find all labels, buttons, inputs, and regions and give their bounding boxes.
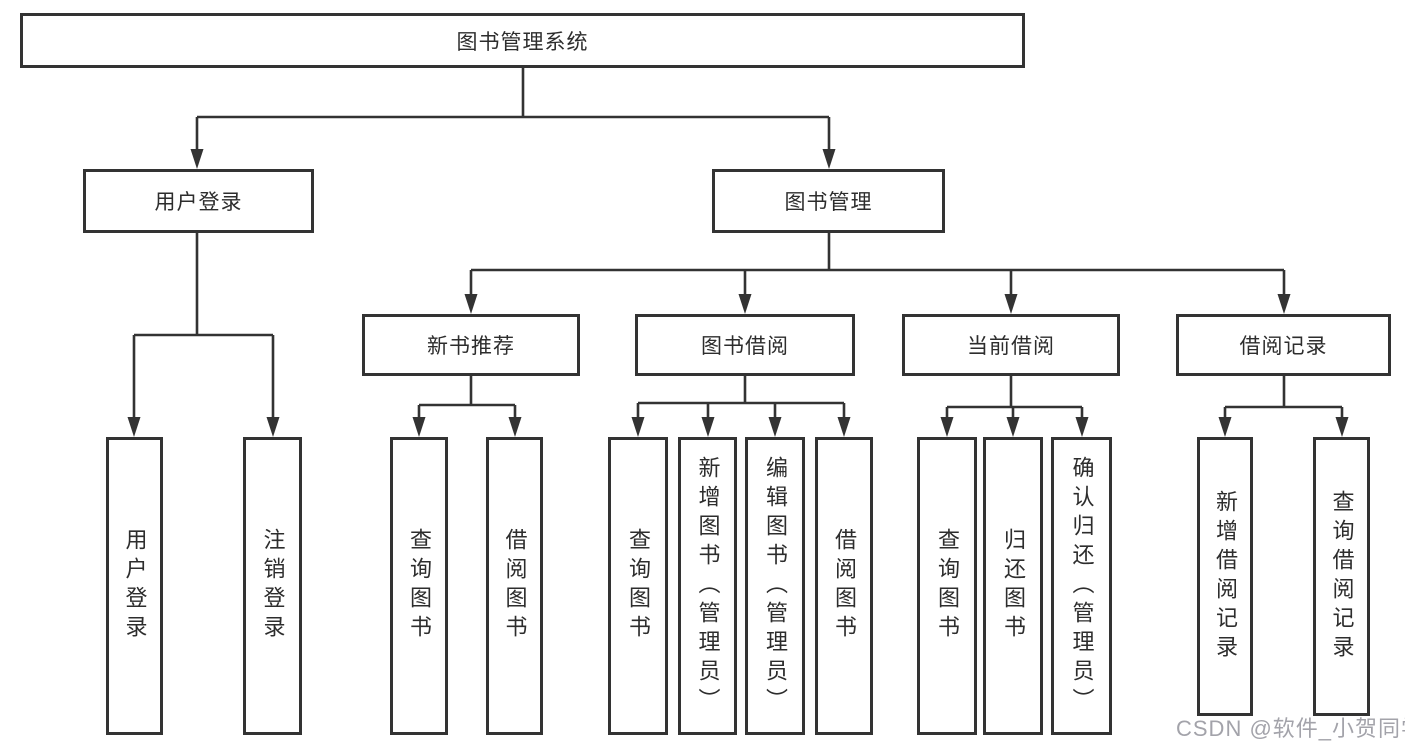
leaf-records-add-record-label: 新增借阅记录 [1213, 489, 1238, 664]
leaf-records-add-record: 新增借阅记录 [1197, 437, 1253, 716]
leaf-current-confirm-return-admin: 确认归还（管理员） [1051, 437, 1112, 735]
leaf-borrow-query-books-label: 查询图书 [626, 528, 651, 644]
leaf-user-login: 用户登录 [106, 437, 163, 735]
leaf-current-return-books-label: 归还图书 [1001, 528, 1026, 644]
leaf-borrow-borrow-books-label: 借阅图书 [832, 528, 857, 644]
leaf-borrow-edit-books-admin-label: 编辑图书（管理员） [763, 455, 788, 717]
leaf-borrow-add-books-admin-label: 新增图书（管理员） [695, 455, 721, 717]
csdn-watermark: CSDN @软件_小贺同学 [1176, 716, 1405, 741]
leaf-records-query-record: 查询借阅记录 [1313, 437, 1370, 716]
node-current-borrowing-label: 当前借阅 [967, 335, 1055, 358]
node-book-management: 图书管理 [712, 169, 945, 233]
leaf-borrow-borrow-books: 借阅图书 [815, 437, 873, 735]
node-borrowing-records-label: 借阅记录 [1239, 335, 1328, 358]
node-book-management-label: 图书管理 [784, 191, 873, 214]
leaf-current-confirm-return-admin-label: 确认归还（管理员） [1069, 455, 1095, 717]
node-book-borrowing-label: 图书借阅 [701, 335, 789, 358]
leaf-borrow-add-books-admin: 新增图书（管理员） [678, 437, 737, 735]
leaf-newbook-query-books: 查询图书 [390, 437, 448, 735]
leaf-newbook-borrow-books: 借阅图书 [486, 437, 543, 735]
node-current-borrowing: 当前借阅 [902, 314, 1120, 376]
leaf-logout-label: 注销登录 [260, 528, 286, 644]
node-book-borrowing: 图书借阅 [635, 314, 855, 376]
leaf-newbook-query-books-label: 查询图书 [407, 528, 432, 644]
leaf-user-login-label: 用户登录 [122, 528, 148, 644]
node-root-label: 图书管理系统 [456, 30, 589, 54]
node-user-login-label: 用户登录 [154, 191, 243, 214]
leaf-current-query-books-label: 查询图书 [935, 528, 960, 644]
node-new-book-recommend: 新书推荐 [362, 314, 580, 376]
leaf-borrow-edit-books-admin: 编辑图书（管理员） [745, 437, 805, 735]
leaf-current-return-books: 归还图书 [983, 437, 1043, 735]
leaf-borrow-query-books: 查询图书 [608, 437, 668, 735]
leaf-logout: 注销登录 [243, 437, 302, 735]
node-new-book-recommend-label: 新书推荐 [427, 335, 515, 358]
node-user-login: 用户登录 [83, 169, 314, 233]
node-root-system: 图书管理系统 [20, 13, 1025, 68]
node-borrowing-records: 借阅记录 [1176, 314, 1391, 376]
leaf-records-query-record-label: 查询借阅记录 [1329, 489, 1355, 664]
leaf-current-query-books: 查询图书 [917, 437, 977, 735]
leaf-newbook-borrow-books-label: 借阅图书 [502, 528, 528, 644]
